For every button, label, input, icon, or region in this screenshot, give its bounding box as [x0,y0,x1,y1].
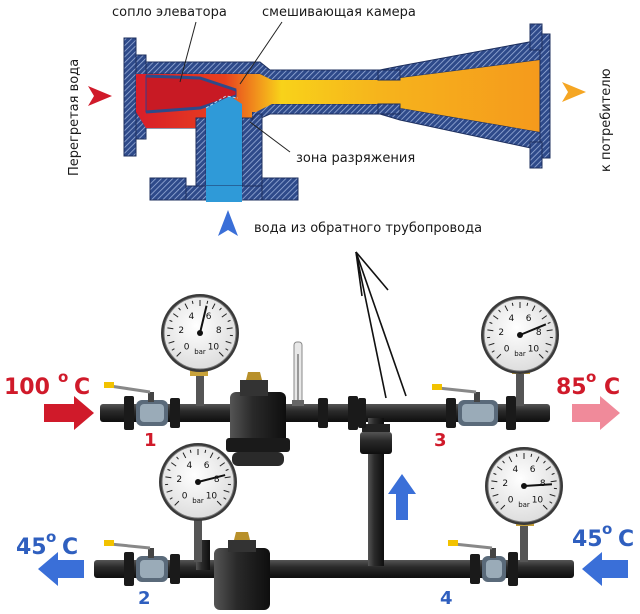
return-arrow [218,210,238,236]
vacuum-zone-label: зона разряжения [296,151,415,166]
gauge-tick-label: 10 [208,342,220,352]
mud-filter [226,372,290,466]
svg-text:C: C [618,527,634,552]
gauge-unit-label: bar [518,501,530,509]
elevator-section: сопло элеватора смешивающая камера зона … [67,5,614,236]
gauge-tick-label: 0 [504,344,510,354]
svg-text:C: C [604,375,620,400]
gauge-tick-label: 2 [178,326,184,336]
gauge-tick-label: 6 [206,312,212,322]
inlet-flange [124,38,136,156]
gauge-tick-label: 2 [502,479,508,489]
svg-text:45: 45 [16,535,47,560]
gauge-tick-label: 4 [513,465,519,475]
temp-hot-in: 100 o C [4,368,90,400]
gauge-unit-label: bar [194,348,206,356]
port-4-label: 4 [440,588,453,609]
gauge-tick-label: 4 [189,312,195,322]
gauge-tick-label: 10 [206,491,218,501]
return-water-label: вода из обратного трубопровода [254,221,482,236]
temp-return-out: 45 o C [16,528,78,560]
gauge-tick-label: 6 [530,465,536,475]
pointer-arrow [356,252,406,398]
gauge-tick-label: 10 [528,344,540,354]
return-in-arrow [582,552,628,586]
inlet-label: Перегретая вода [67,59,82,176]
inlet-arrow [88,86,112,106]
gauge-tick-label: 6 [526,314,532,324]
svg-text:85: 85 [556,375,587,400]
svg-text:o: o [46,528,56,546]
port-2-label: 2 [138,588,151,609]
nozzle-label: сопло элеватора [112,5,227,20]
thermometer [292,342,304,406]
gauge-tick-label: 0 [184,342,190,352]
outlet-arrow [562,82,586,102]
supply-out-arrow [572,396,620,430]
mixing-chamber-label: смешивающая камера [262,5,416,20]
gauge-tick-label: 4 [509,314,515,324]
gauge-tick-label: 4 [187,461,193,471]
gauge-tick-label: 8 [216,326,222,336]
bypass-flow-arrow [388,474,416,520]
svg-text:o: o [58,368,68,386]
temp-supply-out: 85 o C [556,368,620,400]
gauge-unit-label: bar [192,497,204,505]
gauge-tick-label: 2 [176,475,182,485]
temp-return-in: 45 o C [572,520,634,552]
outlet-label: к потребителю [599,68,614,172]
gauge-unit-label: bar [514,350,526,358]
svg-text:45: 45 [572,527,603,552]
gauge-tick-label: 8 [536,328,542,338]
outlet-flange [540,34,550,158]
port-3-label: 3 [434,430,447,451]
gauge-tick-label: 0 [182,491,188,501]
svg-text:C: C [62,535,78,560]
return-branch-flow [206,96,242,190]
gauge-tick-label: 10 [532,495,544,505]
gauge-tick-label: 2 [498,328,504,338]
heating-unit: 0246810bar0246810bar0246810bar0246810bar… [4,252,634,610]
hot-in-arrow [44,396,94,430]
svg-text:C: C [74,375,90,400]
port-1-label: 1 [144,430,157,451]
gauge-tick-label: 0 [508,495,514,505]
svg-text:o: o [602,520,612,538]
svg-text:o: o [586,368,596,386]
svg-text:100: 100 [4,375,50,400]
mud-filter-return [214,532,270,610]
gauge-tick-label: 6 [204,461,210,471]
